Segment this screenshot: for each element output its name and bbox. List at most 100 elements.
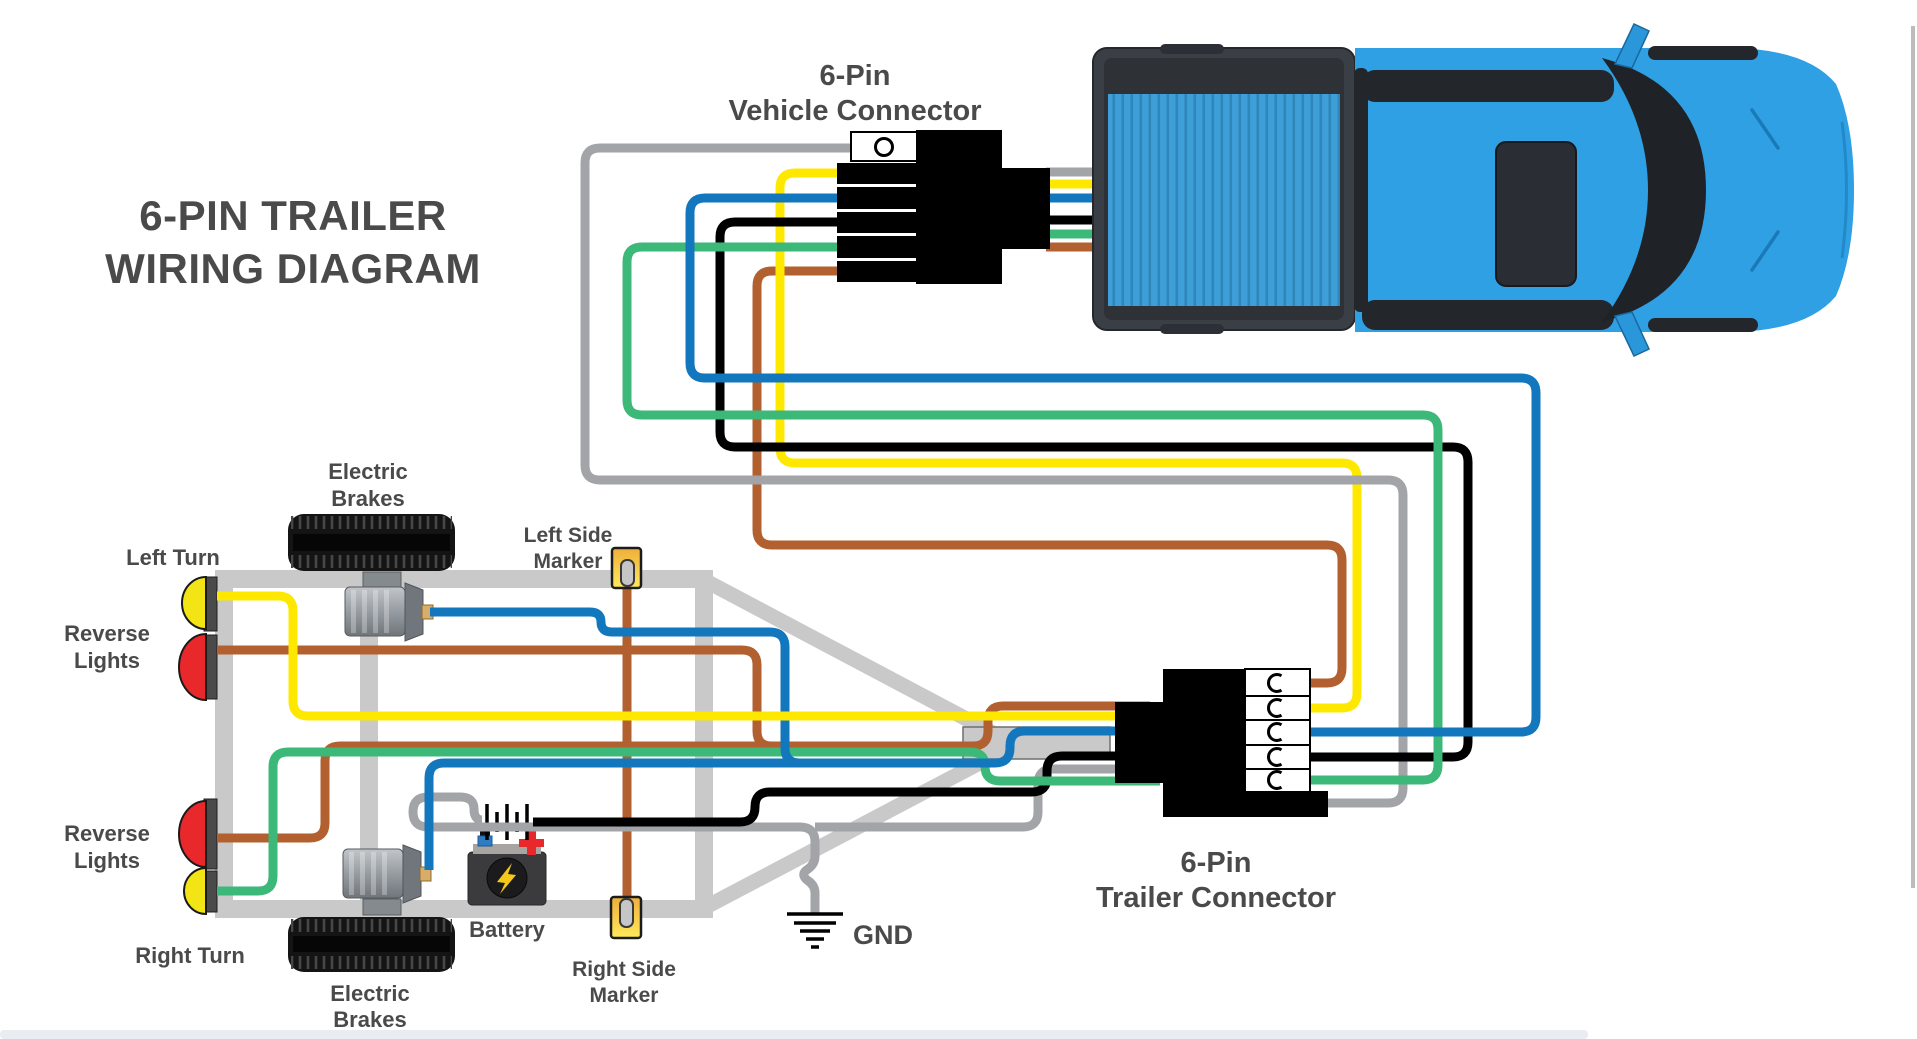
motor-rib — [360, 852, 365, 895]
battery-group — [467, 804, 547, 906]
reverse-light-top — [178, 632, 207, 702]
electric-brakes-label-top: Brakes — [331, 486, 404, 511]
page-bottom-strip — [0, 1030, 1588, 1039]
socket-ring-icon — [1267, 747, 1283, 767]
battery-terminal-cap — [480, 830, 490, 837]
truck-fender-bump — [1160, 324, 1224, 334]
motor-cap — [404, 582, 424, 642]
connector-body — [1163, 669, 1245, 817]
socket-ring-icon — [1267, 698, 1283, 718]
wire-green-right-turn — [217, 747, 1160, 896]
brake-motor-top — [344, 571, 434, 642]
labels-layer: 6-PIN TRAILER WIRING DIAGRAM 6-Pin Vehic… — [64, 60, 1336, 1032]
reverse-lights-label-bottom: Lights — [74, 848, 140, 873]
electric-brakes-label-bottom: Brakes — [333, 1007, 406, 1032]
battery-plus-icon — [519, 831, 544, 855]
electric-brakes-label-bottom: Electric — [330, 981, 410, 1006]
motor-rib — [351, 590, 356, 633]
truck-front-accent — [1840, 121, 1848, 259]
motor-rib — [349, 852, 354, 895]
wire-gray-loop — [580, 143, 1408, 808]
frame-left-rail — [215, 570, 233, 918]
motor-mount — [362, 571, 402, 590]
truck-sunroof — [1495, 141, 1577, 287]
truck-side-window — [1362, 70, 1614, 102]
battery-label: Battery — [469, 917, 546, 942]
tire-center-band — [293, 936, 450, 952]
wire-green-loop — [622, 242, 1443, 785]
wire-yellow-loop — [775, 168, 1362, 713]
motor-rib — [384, 590, 389, 633]
motor-rib — [371, 852, 376, 895]
left-turn-label: Left Turn — [126, 545, 220, 570]
trailer-connector-label: Trailer Connector — [1096, 882, 1336, 914]
wire-blue-brake-top — [430, 607, 845, 768]
connector-pin — [837, 212, 917, 233]
right-side-marker-label: Right Side — [572, 958, 676, 981]
marker-bulb — [620, 559, 635, 587]
socket-ring-icon — [1267, 770, 1283, 790]
page-title: WIRING DIAGRAM — [105, 245, 481, 292]
frame-bottom-rail — [215, 900, 713, 918]
tire-tread — [291, 555, 452, 568]
wire-blue-brake-main — [424, 726, 1150, 870]
wire-brown-loop — [752, 266, 1347, 688]
right-side-marker-light — [609, 895, 643, 940]
truck-rear-window — [1354, 68, 1368, 312]
wire-gray-battery-ground — [408, 792, 820, 914]
right-turn-light — [183, 866, 207, 916]
left-side-marker-label: Marker — [534, 550, 603, 573]
connector-pin — [837, 187, 917, 209]
left-side-marker-label: Left Side — [524, 524, 613, 547]
motor-cap — [402, 844, 422, 904]
truck-side-window — [1362, 300, 1614, 330]
page-title: 6-PIN TRAILER — [139, 192, 447, 239]
tire-tread — [291, 516, 452, 529]
right-side-marker-label: Marker — [590, 984, 659, 1007]
lightning-bolt-icon — [497, 863, 516, 894]
reverse-lights-label-top: Lights — [74, 648, 140, 673]
trailer-lights — [178, 575, 218, 916]
trailer-connector-label: 6-Pin — [1181, 847, 1252, 879]
gnd-icon — [787, 912, 843, 949]
socket-ring-icon — [1267, 673, 1283, 693]
vehicle-connector-label: Vehicle Connector — [728, 95, 981, 127]
wire-blue-loop — [685, 193, 1541, 737]
battery-schematic-symbol — [485, 804, 529, 840]
gnd-label: GND — [853, 920, 913, 950]
electric-brakes-label-top: Electric — [328, 459, 408, 484]
truck-hood-crease — [1750, 230, 1780, 272]
truck-mirror — [1613, 23, 1650, 69]
truck-cab-body — [1355, 48, 1854, 332]
truck-windshield — [1602, 58, 1706, 322]
vehicle-connector-label: 6-Pin — [820, 60, 891, 92]
reverse-lights-label-bottom: Reverse — [64, 821, 150, 846]
right-turn-label: Right Turn — [135, 943, 245, 968]
connector-plug — [1115, 702, 1163, 783]
motor-mount — [362, 898, 402, 916]
truck-fender-shadow — [1648, 46, 1758, 60]
latch-hole-icon — [874, 137, 894, 157]
vehicle-connector — [837, 130, 1050, 284]
tire-bottom — [288, 917, 455, 972]
connector-pin — [837, 261, 917, 282]
motor-rib — [362, 590, 367, 633]
tire-tread — [291, 919, 452, 932]
tire-tread — [291, 956, 452, 969]
wire-yellow-left-turn — [217, 591, 1150, 721]
connector-block — [1002, 168, 1050, 249]
socket-rings — [1267, 673, 1283, 790]
vehicle-connector-truck-stubs — [1046, 167, 1100, 252]
truck-fender-bump — [1160, 44, 1224, 54]
frame-top-rail — [215, 570, 713, 588]
connector-pin — [837, 236, 917, 258]
wire-black-battery — [533, 751, 1160, 827]
connector-bottom-bar — [1245, 791, 1328, 817]
truck-mirror — [1613, 311, 1650, 357]
motor-rib — [382, 852, 387, 895]
tire-top — [288, 514, 455, 571]
truck-fender-shadow — [1648, 318, 1758, 332]
connector-body — [916, 130, 1002, 284]
truck-hood-crease — [1750, 108, 1780, 150]
